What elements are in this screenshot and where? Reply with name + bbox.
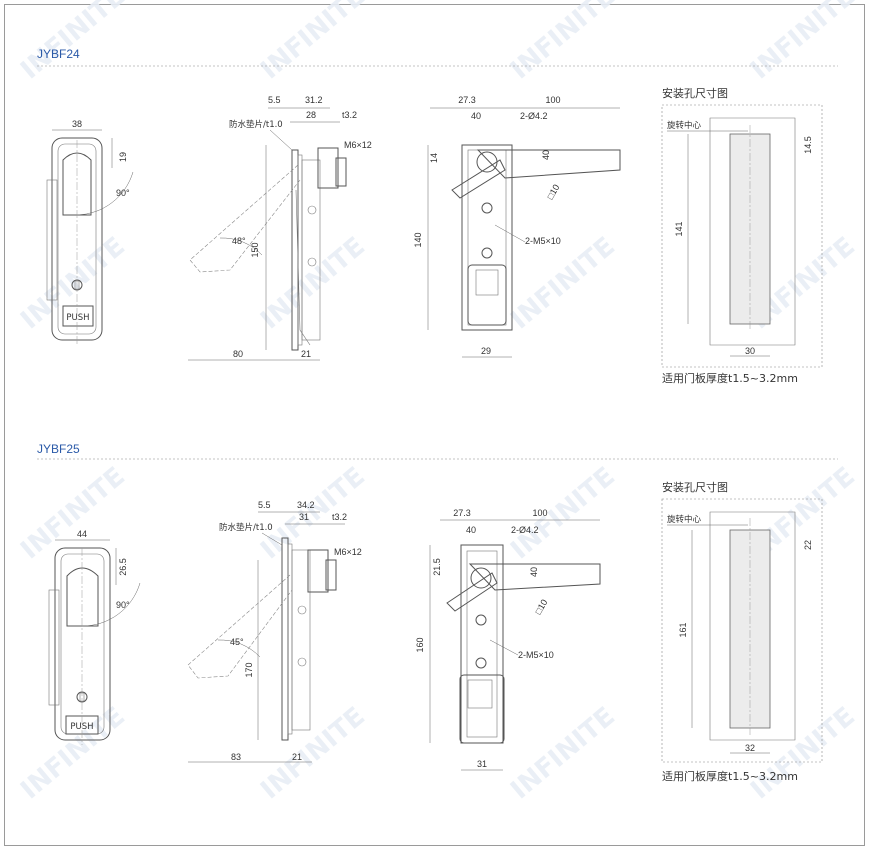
svg-text:141: 141 bbox=[674, 221, 684, 236]
svg-text:160: 160 bbox=[415, 637, 425, 652]
svg-text:80: 80 bbox=[233, 349, 243, 359]
back-view: 27.3 100 40 2-Ø4.2 21.5 40 □10 160 2-M5×… bbox=[415, 508, 601, 771]
svg-text:48°: 48° bbox=[232, 236, 246, 246]
svg-text:INFINITE: INFINITE bbox=[745, 0, 861, 85]
model-title: JYBF24 bbox=[37, 47, 80, 61]
svg-text:INFINITE: INFINITE bbox=[255, 0, 371, 85]
svg-text:170: 170 bbox=[244, 662, 254, 677]
front-view: PUSH 44 26.5 90° bbox=[48, 529, 141, 745]
svg-text:t3.2: t3.2 bbox=[342, 110, 357, 120]
svg-text:40: 40 bbox=[471, 111, 481, 121]
svg-text:INFINITE: INFINITE bbox=[505, 232, 621, 336]
svg-text:21.5: 21.5 bbox=[432, 558, 442, 576]
svg-text:34.2: 34.2 bbox=[297, 500, 315, 510]
svg-text:5.5: 5.5 bbox=[268, 95, 281, 105]
svg-text:31.2: 31.2 bbox=[305, 95, 323, 105]
svg-text:□10: □10 bbox=[545, 183, 561, 201]
model-title: JYBF25 bbox=[37, 442, 80, 456]
svg-text:21: 21 bbox=[301, 349, 311, 359]
svg-text:INFINITE: INFINITE bbox=[15, 702, 131, 806]
section-jybf24: JYBF24 PUSH 38 19 90° bbox=[37, 47, 838, 385]
svg-text:40: 40 bbox=[541, 150, 551, 160]
svg-text:30: 30 bbox=[745, 346, 755, 356]
svg-text:40: 40 bbox=[529, 567, 539, 577]
svg-text:INFINITE: INFINITE bbox=[505, 462, 621, 566]
svg-text:M6×12: M6×12 bbox=[334, 547, 362, 557]
svg-text:INFINITE: INFINITE bbox=[15, 462, 131, 566]
svg-text:150: 150 bbox=[250, 242, 260, 257]
svg-text:45°: 45° bbox=[230, 637, 244, 647]
svg-text:2-M5×10: 2-M5×10 bbox=[525, 236, 561, 246]
svg-text:31: 31 bbox=[299, 512, 309, 522]
front-view: PUSH 38 19 90° bbox=[46, 119, 134, 345]
svg-text:INFINITE: INFINITE bbox=[255, 702, 371, 806]
svg-text:INFINITE: INFINITE bbox=[15, 0, 131, 85]
svg-text:161: 161 bbox=[678, 622, 688, 637]
svg-text:INFINITE: INFINITE bbox=[505, 0, 621, 85]
side-view: 5.5 34.2 31 t3.2 防水垫片/t1.0 M6×12 45° 170… bbox=[187, 500, 362, 763]
svg-text:31: 31 bbox=[477, 759, 487, 769]
section-jybf25: JYBF25 PUSH 44 26.5 90° bbox=[37, 442, 838, 783]
svg-text:2-Ø4.2: 2-Ø4.2 bbox=[520, 111, 548, 121]
svg-text:19: 19 bbox=[118, 152, 128, 162]
svg-text:29: 29 bbox=[481, 346, 491, 356]
svg-text:40: 40 bbox=[466, 525, 476, 535]
svg-text:26.5: 26.5 bbox=[118, 558, 128, 576]
svg-text:2-M5×10: 2-M5×10 bbox=[518, 650, 554, 660]
cutout-diagram: 安装孔尺寸图 旋转中心 22 161 32 适用门板厚度t1.5~3.2mm bbox=[661, 480, 823, 783]
svg-text:旋转中心: 旋转中心 bbox=[667, 514, 702, 525]
svg-text:83: 83 bbox=[231, 752, 241, 762]
svg-text:22: 22 bbox=[803, 540, 813, 550]
svg-text:90°: 90° bbox=[116, 600, 130, 610]
svg-text:适用门板厚度t1.5~3.2mm: 适用门板厚度t1.5~3.2mm bbox=[662, 769, 798, 783]
drawing-frame bbox=[4, 4, 865, 846]
svg-text:14.5: 14.5 bbox=[803, 136, 813, 154]
svg-text:M6×12: M6×12 bbox=[344, 140, 372, 150]
svg-text:14: 14 bbox=[429, 153, 439, 163]
svg-text:140: 140 bbox=[413, 232, 423, 247]
svg-text:38: 38 bbox=[72, 119, 82, 129]
svg-text:防水垫片/t1.0: 防水垫片/t1.0 bbox=[219, 522, 273, 533]
side-view: 5.5 31.2 28 t3.2 防水垫片/t1.0 M6×12 48° 150… bbox=[188, 95, 372, 361]
svg-text:安装孔尺寸图: 安装孔尺寸图 bbox=[662, 480, 728, 494]
svg-text:44: 44 bbox=[77, 529, 87, 539]
svg-text:INFINITE: INFINITE bbox=[255, 232, 371, 336]
svg-text:32: 32 bbox=[745, 743, 755, 753]
svg-text:100: 100 bbox=[545, 95, 560, 105]
svg-text:□10: □10 bbox=[533, 598, 549, 616]
svg-text:100: 100 bbox=[532, 508, 547, 518]
svg-text:28: 28 bbox=[306, 110, 316, 120]
svg-text:INFINITE: INFINITE bbox=[505, 702, 621, 806]
svg-text:21: 21 bbox=[292, 752, 302, 762]
svg-text:旋转中心: 旋转中心 bbox=[667, 120, 702, 131]
svg-text:90°: 90° bbox=[116, 188, 130, 198]
cutout-diagram: 安装孔尺寸图 旋转中心 14.5 141 30 适用门板厚度t1.5~3.2mm bbox=[661, 86, 823, 385]
svg-text:27.3: 27.3 bbox=[458, 95, 476, 105]
svg-text:适用门板厚度t1.5~3.2mm: 适用门板厚度t1.5~3.2mm bbox=[662, 371, 798, 385]
svg-text:5.5: 5.5 bbox=[258, 500, 271, 510]
push-label: PUSH bbox=[66, 313, 89, 323]
svg-text:t3.2: t3.2 bbox=[332, 512, 347, 522]
svg-text:27.3: 27.3 bbox=[453, 508, 471, 518]
svg-text:安装孔尺寸图: 安装孔尺寸图 bbox=[662, 86, 728, 100]
back-view: 27.3 100 40 2-Ø4.2 14 40 □10 140 2-M5×10… bbox=[413, 95, 621, 358]
svg-text:2-Ø4.2: 2-Ø4.2 bbox=[511, 525, 539, 535]
svg-text:防水垫片/t1.0: 防水垫片/t1.0 bbox=[229, 119, 283, 130]
